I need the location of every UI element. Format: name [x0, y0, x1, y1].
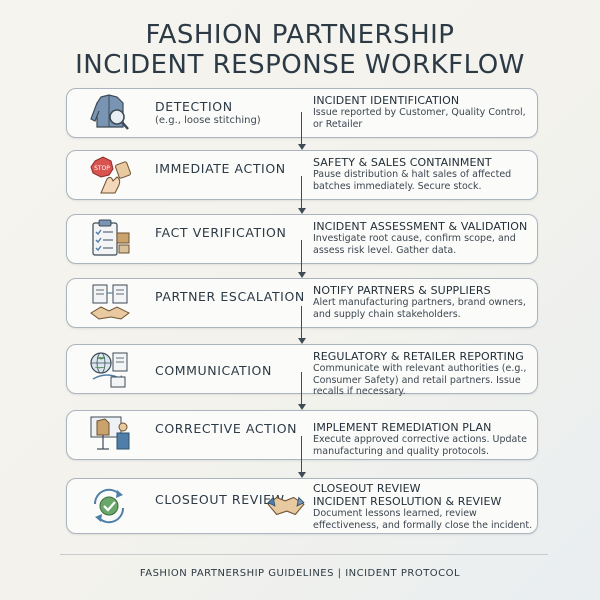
- step-name: IMMEDIATE ACTION: [155, 161, 286, 176]
- step-heading: REGULATORY & RETAILER REPORTING: [313, 350, 524, 363]
- step-description: Communicate with relevant authorities (e…: [313, 363, 527, 397]
- handshake-icon: [267, 496, 305, 516]
- step-name: PARTNER ESCALATION: [155, 289, 305, 304]
- title-line-2: INCIDENT RESPONSE WORKFLOW: [75, 50, 525, 80]
- step-description: Document lessons learned, review effecti…: [313, 508, 533, 531]
- footer-text: FASHION PARTNERSHIP GUIDELINES | INCIDEN…: [139, 568, 461, 579]
- step-description: Execute approved corrective actions. Upd…: [313, 434, 527, 457]
- checkmark-cycle-icon: [93, 488, 125, 524]
- flow-arrow: [298, 436, 306, 478]
- step-name: CLOSEOUT REVIEW: [155, 492, 285, 507]
- tailor-mannequin-icon: [90, 416, 130, 450]
- flow-arrow: [298, 176, 306, 214]
- step-name-example: (e.g., loose stitching): [155, 115, 261, 126]
- step-heading: INCIDENT ASSESSMENT & VALIDATION: [313, 220, 528, 233]
- step-name: DETECTION (e.g., loose stitching): [155, 99, 305, 127]
- step-body: NOTIFY PARTNERS & SUPPLIERS Alert manufa…: [313, 284, 535, 320]
- step-heading: INCIDENT RESOLUTION & REVIEW: [313, 495, 502, 508]
- step-heading-top: CLOSEOUT REVIEW: [313, 482, 421, 495]
- step-body: CLOSEOUT REVIEW INCIDENT RESOLUTION & RE…: [313, 482, 535, 531]
- stop-button-hand-icon: STOP: [90, 156, 131, 194]
- step-heading: INCIDENT IDENTIFICATION: [313, 94, 460, 107]
- step-heading: NOTIFY PARTNERS & SUPPLIERS: [313, 284, 491, 297]
- step-heading: SAFETY & SALES CONTAINMENT: [313, 156, 492, 169]
- step-description: Pause distribution & halt sales of affec…: [313, 169, 512, 192]
- globe-documents-icon: [90, 352, 128, 388]
- step-heading: IMPLEMENT REMEDIATION PLAN: [313, 421, 492, 434]
- step-body: IMPLEMENT REMEDIATION PLAN Execute appro…: [313, 421, 535, 457]
- flow-arrow: [298, 306, 306, 344]
- footer-divider: [60, 554, 548, 555]
- step-name-label: DETECTION: [155, 99, 233, 114]
- jacket-magnifier-icon: [90, 94, 129, 130]
- flow-arrow: [298, 112, 306, 150]
- clipboard-checklist-icon: [92, 219, 130, 256]
- page-title: FASHION PARTNERSHIP INCIDENT RESPONSE WO…: [0, 20, 600, 80]
- step-body: INCIDENT ASSESSMENT & VALIDATION Investi…: [313, 220, 535, 256]
- step-body: SAFETY & SALES CONTAINMENT Pause distrib…: [313, 156, 535, 192]
- step-body: INCIDENT IDENTIFICATION Issue reported b…: [313, 94, 535, 130]
- step-description: Alert manufacturing partners, brand owne…: [313, 297, 526, 320]
- title-line-1: FASHION PARTNERSHIP: [145, 20, 455, 50]
- step-name: CORRECTIVE ACTION: [155, 421, 298, 436]
- step-description: Issue reported by Customer, Quality Cont…: [313, 107, 526, 130]
- step-name: FACT VERIFICATION: [155, 225, 287, 240]
- step-closeout-review: CLOSEOUT REVIEW CLOSEOUT REVIEW INCIDENT…: [66, 478, 538, 534]
- documents-handshake-icon: [90, 284, 130, 320]
- flow-arrow: [298, 372, 306, 410]
- svg-text:STOP: STOP: [94, 165, 110, 172]
- step-name: COMMUNICATION: [155, 363, 272, 378]
- step-description: Investigate root cause, confirm scope, a…: [313, 233, 516, 256]
- flow-arrow: [298, 240, 306, 278]
- step-body: REGULATORY & RETAILER REPORTING Communic…: [313, 350, 535, 398]
